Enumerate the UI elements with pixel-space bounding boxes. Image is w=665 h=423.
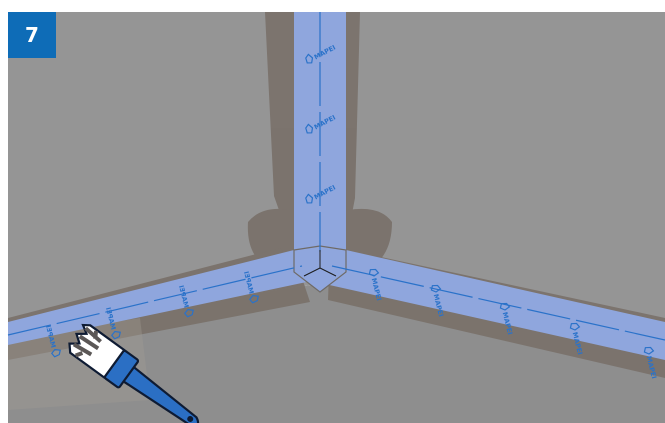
tape-centerlines [7,12,665,341]
floor-haze [8,318,150,410]
step-badge: 7 [8,12,56,58]
paint-brush-icon [68,323,200,423]
tape-left [8,250,316,345]
corner-lines [303,250,337,277]
tape-right [316,250,665,360]
step-number: 7 [25,23,39,47]
